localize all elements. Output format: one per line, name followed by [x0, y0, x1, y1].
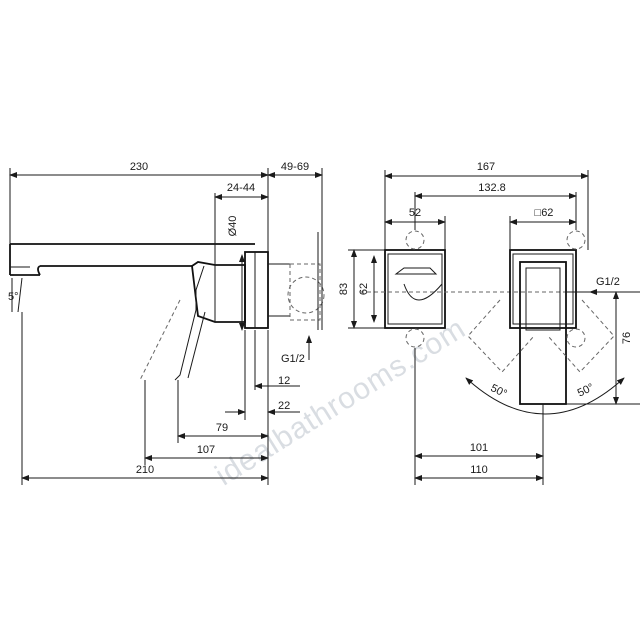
left-plate: [360, 230, 610, 348]
dim-diameter-40: Ø40: [227, 216, 239, 237]
watermark: idealbathrooms.com: [210, 312, 472, 493]
dim-12: 12: [278, 375, 290, 387]
side-view: 230 49-69 24-44 Ø40 5° G1/2 12 22 79: [8, 161, 325, 485]
dim-52: 52: [409, 207, 421, 219]
dim-210: 210: [136, 464, 154, 476]
dim-230: 230: [130, 161, 148, 173]
dim-5-degree: 5°: [8, 291, 19, 303]
lever-handle: [139, 261, 246, 381]
wall-plate: [244, 251, 290, 329]
dim-square-62: □62: [535, 207, 554, 219]
dim-101: 101: [470, 442, 488, 454]
front-view: 167 132.8 52 □62 83 62 76 G1/2 50° 50°: [338, 161, 640, 485]
dim-76: 76: [621, 332, 633, 344]
dim-24-44: 24-44: [227, 182, 255, 194]
dim-angle-50-right: 50°: [576, 381, 596, 399]
dim-49-69: 49-69: [281, 161, 309, 173]
dim-107: 107: [197, 444, 215, 456]
dim-thread-g12-front: G1/2: [596, 276, 620, 288]
concealed-body: [287, 232, 325, 330]
dim-110: 110: [470, 464, 488, 476]
spout: [9, 243, 255, 276]
dim-83: 83: [338, 283, 350, 295]
dim-167: 167: [477, 161, 495, 173]
right-plate: [465, 230, 625, 415]
dim-79: 79: [216, 422, 228, 434]
dim-22: 22: [278, 400, 290, 412]
dim-thread-g12-side: G1/2: [281, 353, 305, 365]
dim-132-8: 132.8: [478, 182, 506, 194]
dim-62: 62: [358, 283, 370, 295]
